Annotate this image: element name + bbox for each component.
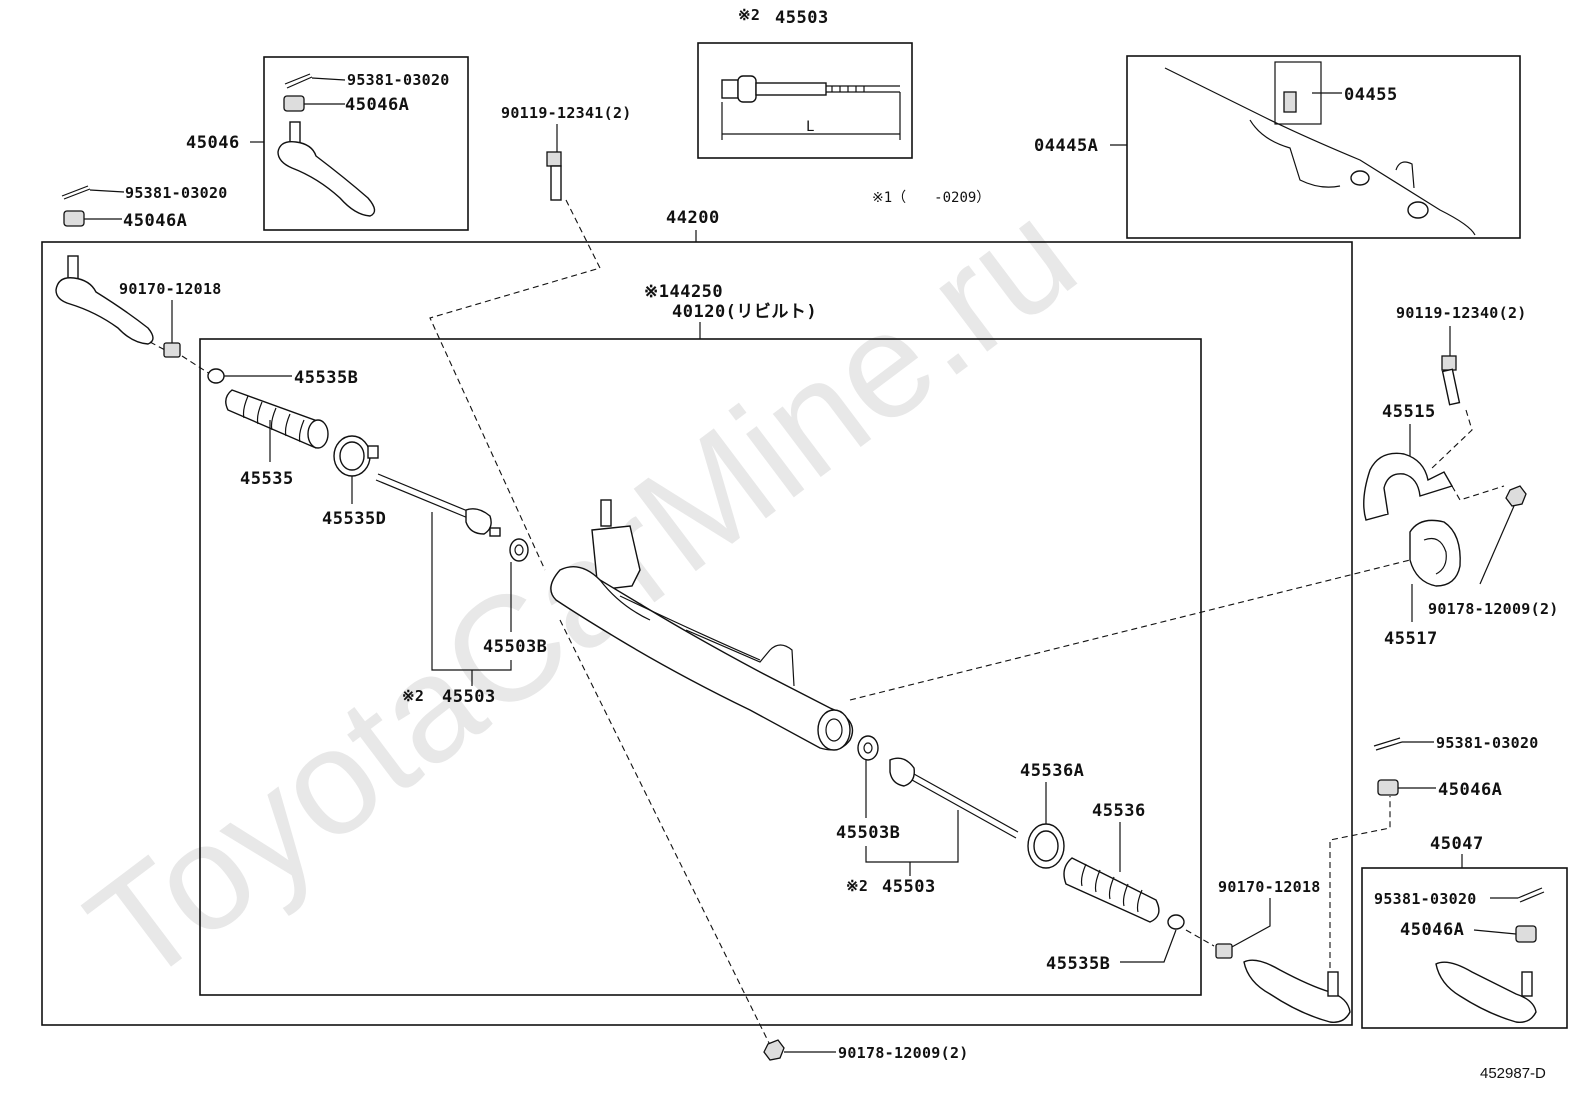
tie-rod-end-right-icon (1435, 961, 1537, 1023)
castle-nut-left-icon (63, 210, 85, 227)
label-95381-03020-left[interactable]: 95381-03020 (125, 184, 228, 202)
label-45046A-left[interactable]: 45046A (123, 211, 187, 231)
label-45536[interactable]: 45536 (1092, 801, 1146, 821)
label-45046A-right[interactable]: 45046A (1438, 780, 1502, 800)
lock-washer-right-icon (857, 735, 879, 761)
clamp-45536A-icon (1027, 823, 1065, 869)
nut-90170-right-icon (1215, 943, 1233, 959)
label-45503-top[interactable]: 45503 (775, 8, 829, 28)
tie-rod-left-icon (375, 473, 501, 537)
castle-nut-inset-r-icon (1515, 925, 1537, 943)
boot-45536-icon (1063, 857, 1160, 923)
label-90170-12018-right[interactable]: 90170-12018 (1218, 878, 1321, 896)
tie-rod-end-left-icon (277, 121, 376, 217)
label-04455[interactable]: 04455 (1344, 85, 1398, 105)
clamp-45535B-left-icon (207, 368, 225, 384)
label-44250[interactable]: ※144250 (644, 282, 723, 302)
rack-end-icon (721, 75, 900, 103)
cotter-pin-icon (284, 73, 313, 89)
note1: ※1（ -0209） (872, 190, 990, 206)
bolt-icon (546, 151, 562, 201)
label-95381-03020-right[interactable]: 95381-03020 (1436, 734, 1539, 752)
label-90178-12009-right[interactable]: 90178-12009(2) (1428, 600, 1559, 618)
bolt-right-icon (1441, 355, 1461, 406)
cotter-pin-right-icon (1373, 737, 1403, 751)
label-45515[interactable]: 45515 (1382, 402, 1436, 422)
label-45046[interactable]: 45046 (186, 133, 240, 153)
label-90178-12009-bottom[interactable]: 90178-12009(2) (838, 1044, 969, 1062)
label-45535D[interactable]: 45535D (322, 509, 386, 529)
tie-rod-end-left-inset (263, 56, 469, 231)
gear-housing-detail-icon (1164, 61, 1476, 236)
label-40120-rebuilt[interactable]: 40120(リビルト) (672, 302, 817, 322)
bracket-45515-icon (1363, 452, 1454, 521)
label-45535B-left[interactable]: 45535B (294, 368, 358, 388)
label-45503B-left[interactable]: 45503B (483, 637, 547, 657)
label-95381-03020-inset-r[interactable]: 95381-03020 (1374, 890, 1477, 908)
tie-rod-right-icon (889, 757, 1019, 839)
boot-45535-icon (225, 389, 329, 449)
tie-rod-end-main-left-icon (55, 255, 154, 345)
clamp-45535B-right-icon (1167, 914, 1185, 930)
label-90170-12018-left[interactable]: 90170-12018 (119, 280, 222, 298)
bushing-45517-icon (1409, 519, 1461, 587)
nut-90178-bottom-icon (763, 1039, 785, 1061)
note2-right: ※2 (846, 877, 868, 895)
label-45503-left[interactable]: 45503 (442, 687, 496, 707)
castle-nut-right-icon (1377, 779, 1399, 796)
tie-rod-end-right-inset (1361, 867, 1568, 1029)
label-95381-03020-inset[interactable]: 95381-03020 (347, 71, 450, 89)
rack-end-inset (697, 42, 913, 159)
label-44200[interactable]: 44200 (666, 208, 720, 228)
label-45535[interactable]: 45535 (240, 469, 294, 489)
dimension-L: L (806, 119, 814, 135)
label-45046A-inset-r[interactable]: 45046A (1400, 920, 1464, 940)
cotter-pin-left-icon (61, 185, 91, 200)
label-90119-12340[interactable]: 90119-12340(2) (1396, 304, 1527, 322)
steering-rack-housing-icon (550, 499, 854, 751)
label-45047[interactable]: 45047 (1430, 834, 1484, 854)
label-45517[interactable]: 45517 (1384, 629, 1438, 649)
tie-rod-end-main-right-icon (1243, 959, 1351, 1023)
note2-left: ※2 (402, 687, 424, 705)
label-04445A[interactable]: 04445A (1034, 136, 1098, 156)
castle-nut-icon (283, 95, 305, 112)
note2-mark: ※2 (738, 6, 760, 24)
clamp-45535D-icon (333, 435, 379, 477)
lock-washer-left-icon (509, 538, 529, 562)
diagram-id: 452987-D (1480, 1065, 1546, 1082)
label-90119-12341[interactable]: 90119-12341(2) (501, 104, 632, 122)
label-45535B-right[interactable]: 45535B (1046, 954, 1110, 974)
housing-detail-inset (1126, 55, 1521, 239)
label-45503B-right[interactable]: 45503B (836, 823, 900, 843)
nut-90178-right-icon (1505, 485, 1527, 507)
label-45046A-inset[interactable]: 45046A (345, 95, 409, 115)
nut-90170-left-icon (163, 342, 181, 358)
cotter-pin-inset-r-icon (1517, 887, 1545, 903)
main-assembly-frame (41, 241, 1353, 1026)
label-45503-right[interactable]: 45503 (882, 877, 936, 897)
label-45536A[interactable]: 45536A (1020, 761, 1084, 781)
